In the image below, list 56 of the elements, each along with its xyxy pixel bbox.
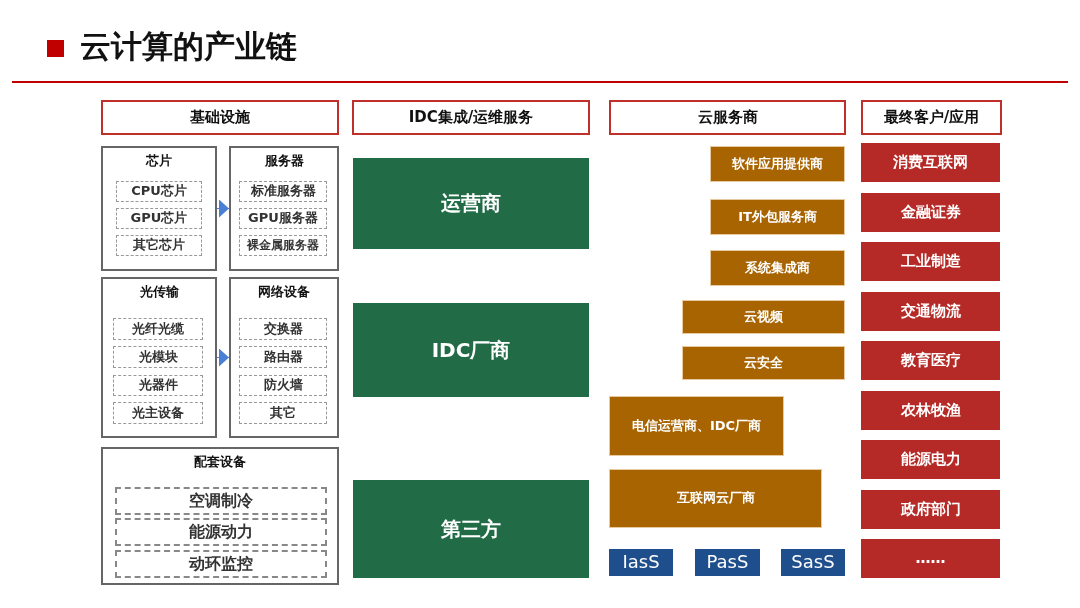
provider-box: 云视频 [682,300,845,334]
item-box: GPU服务器 [239,208,327,229]
item-box: 其它 [239,402,327,424]
column-header: 云服务商 [609,100,846,135]
provider-box: 软件应用提供商 [710,146,845,182]
box-heading: 服务器 [264,154,304,169]
item-box: 交换器 [239,318,327,340]
item-box: 动环监控 [115,550,327,578]
application-box: 交通物流 [861,292,1000,331]
item-box: CPU芯片 [116,181,202,202]
box-heading: 网络设备 [258,285,310,300]
column-header: 最终客户/应用 [861,100,1002,135]
application-box: 政府部门 [861,490,1000,529]
model-box: IasS [609,549,673,576]
item-box: 空调制冷 [115,487,327,515]
application-box: 教育医疗 [861,341,1000,380]
category-box [101,447,339,585]
item-box: 光器件 [113,375,203,396]
model-box: SasS [781,549,845,576]
provider-box: 互联网云厂商 [609,469,822,528]
category-box [101,146,217,271]
application-box: 金融证券 [861,193,1000,232]
provider-box: 云安全 [682,346,845,380]
title: 云计算的产业链 [80,27,297,66]
arrow [216,199,230,218]
item-box: 其它芯片 [116,235,202,256]
item-box: GPU芯片 [116,208,202,229]
column-header: IDC集成/运维服务 [352,100,590,135]
item-box: 能源动力 [115,518,327,546]
application-box: …… [861,539,1000,578]
item-box: 裸金属服务器 [239,235,327,256]
provider-box: 电信运营商、IDC厂商 [609,396,784,456]
item-box: 光主设备 [113,402,203,424]
category-box [229,277,339,438]
model-box: PasS [695,549,760,576]
category-box [229,146,339,271]
item-box: 防火墙 [239,375,327,396]
box-heading: 光传输 [139,285,179,300]
application-box: 农林牧渔 [861,391,1000,430]
provider-box: 系统集成商 [710,250,845,286]
service-box: 第三方 [353,480,589,578]
provider-box: IT外包服务商 [710,199,845,235]
item-box: 路由器 [239,346,327,368]
item-box: 光模块 [113,346,203,368]
service-box: 运营商 [353,158,589,249]
application-box: 能源电力 [861,440,1000,479]
category-box [101,277,217,438]
application-box: 消费互联网 [861,143,1000,182]
item-box: 光纤光缆 [113,318,203,340]
box-heading: 芯片 [146,154,172,169]
arrow [216,348,230,367]
service-box: IDC厂商 [353,303,589,397]
item-box: 标准服务器 [239,181,327,202]
column-header: 基础设施 [101,100,339,135]
application-box: 工业制造 [861,242,1000,281]
box-heading: 配套设备 [194,455,246,470]
